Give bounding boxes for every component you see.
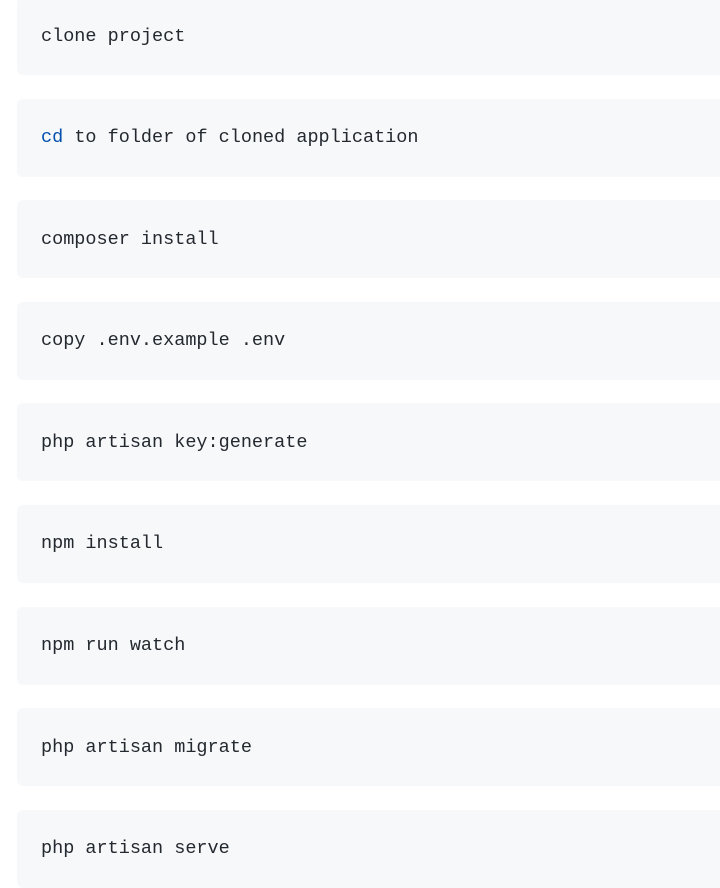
code-block-cd-folder[interactable]: cd to folder of cloned application — [17, 98, 720, 177]
code-line: npm run watch — [41, 635, 186, 657]
install-steps: clone project cd to folder of cloned app… — [17, 0, 720, 888]
code-line: php artisan serve — [41, 838, 230, 860]
code-block-npm-run-watch[interactable]: npm run watch — [17, 606, 720, 685]
code-line: clone project — [41, 25, 186, 47]
code-block-clone-project[interactable]: clone project — [17, 0, 720, 75]
code-line: composer install — [41, 228, 219, 250]
code-line: php artisan key:generate — [41, 431, 308, 453]
code-text: to folder of cloned application — [63, 127, 419, 149]
code-line: npm install — [41, 533, 164, 555]
code-block-migrate[interactable]: php artisan migrate — [17, 708, 720, 787]
code-block-serve[interactable]: php artisan serve — [17, 809, 720, 888]
code-block-key-generate[interactable]: php artisan key:generate — [17, 403, 720, 482]
code-line: php artisan migrate — [41, 736, 252, 758]
code-block-composer-install[interactable]: composer install — [17, 200, 720, 279]
code-line: copy .env.example .env — [41, 330, 286, 352]
code-keyword: cd — [41, 127, 64, 149]
code-line: cd to folder of cloned application — [41, 127, 418, 148]
code-block-npm-install[interactable]: npm install — [17, 504, 720, 583]
code-block-copy-env[interactable]: copy .env.example .env — [17, 301, 720, 380]
